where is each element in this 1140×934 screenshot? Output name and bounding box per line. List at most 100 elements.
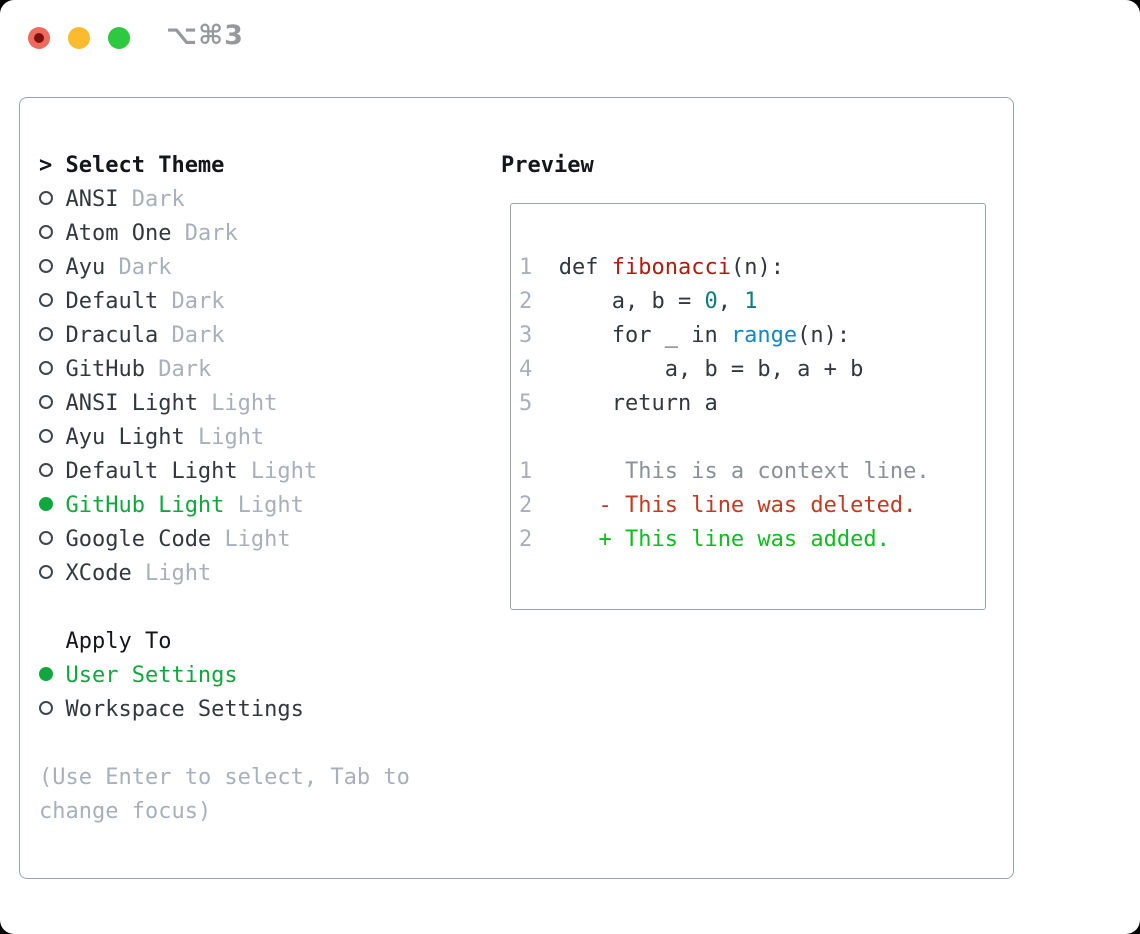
theme-variant-label: Dark [184, 221, 238, 246]
theme-option-label: Atom One [65, 221, 172, 246]
apply-option-label: Workspace Settings [65, 697, 304, 722]
code-line: 2 a, b = 0, 1 [519, 285, 930, 319]
token-context: This is a context line. [624, 459, 930, 484]
theme-option-label: GitHub Light [65, 493, 225, 518]
code-line: 2 + This line was added. [519, 523, 930, 557]
token-plain: return a [558, 391, 718, 416]
code-line: 5 return a [519, 387, 930, 421]
line-number: 4 [519, 357, 533, 382]
theme-option-label: XCode [65, 561, 132, 586]
line-number: 3 [519, 323, 533, 348]
apply-option-label: User Settings [65, 663, 238, 688]
theme-option-default[interactable]: Default Dark [39, 285, 410, 319]
theme-variant-label: Light [237, 493, 304, 518]
token-plain: def [558, 255, 612, 280]
theme-variant-label: Light [250, 459, 318, 484]
select-theme-label: Select Theme [65, 153, 225, 178]
theme-variant-label: Light [144, 561, 212, 586]
token-plain: (n): [730, 255, 784, 280]
line-number: 2 [519, 493, 533, 518]
line-number: 2 [519, 289, 533, 314]
line-number: 1 [519, 255, 533, 280]
gap [39, 591, 410, 625]
theme-option-label: ANSI Light [65, 391, 198, 416]
token-added: + This line was added. [598, 527, 890, 552]
preview-header: Preview [501, 153, 594, 178]
theme-variant-label: Dark [158, 357, 212, 382]
theme-option-label: Dracula [65, 323, 159, 348]
radio-selected-icon [39, 667, 53, 681]
window-title: ⌥⌘3 [166, 20, 244, 51]
radio-icon [39, 565, 53, 579]
window-controls [28, 27, 130, 49]
code-line: 1 def fibonacci(n): [519, 251, 930, 285]
theme-option-label: Default [65, 289, 159, 314]
theme-option-dracula[interactable]: Dracula Dark [39, 319, 410, 353]
code-line [519, 421, 930, 455]
code-line: 3 for _ in range(n): [519, 319, 930, 353]
apply-option-workspace-settings[interactable]: Workspace Settings [39, 693, 410, 727]
token-plain: for _ in [558, 323, 731, 348]
radio-icon [39, 191, 53, 205]
token-number: 0 [704, 289, 718, 314]
token-plain: , [717, 289, 745, 314]
apply-option-user-settings[interactable]: User Settings [39, 659, 410, 693]
theme-option-xcode[interactable]: XCode Light [39, 557, 410, 591]
token-plain: a, b = [558, 289, 705, 314]
theme-variant-label: Light [211, 391, 278, 416]
theme-variant-label: Light [197, 425, 265, 450]
theme-option-ayu[interactable]: Ayu Dark [39, 251, 410, 285]
select-theme-header: > Select Theme [39, 149, 410, 183]
gap [39, 727, 410, 761]
theme-variant-label: Dark [171, 289, 225, 314]
prompt-icon: > [39, 153, 53, 178]
theme-option-default-light[interactable]: Default Light Light [39, 455, 410, 489]
token-builtin: range [730, 323, 798, 348]
radio-icon [39, 531, 53, 545]
close-button[interactable] [28, 27, 50, 49]
theme-option-ansi-light[interactable]: ANSI Light Light [39, 387, 410, 421]
radio-icon [39, 361, 53, 375]
theme-option-ansi[interactable]: ANSI Dark [39, 183, 410, 217]
line-number: 1 [519, 459, 533, 484]
theme-variant-label: Dark [171, 323, 225, 348]
token-number: 1 [744, 289, 758, 314]
token-plain: a, b = b, a + b [558, 357, 864, 382]
theme-option-google-code[interactable]: Google Code Light [39, 523, 410, 557]
line-number: 2 [519, 527, 533, 552]
radio-icon [39, 463, 53, 477]
code-line: 4 a, b = b, a + b [519, 353, 930, 387]
code-line: 1 This is a context line. [519, 455, 930, 489]
theme-option-atom-one[interactable]: Atom One Dark [39, 217, 410, 251]
theme-option-github[interactable]: GitHub Dark [39, 353, 410, 387]
theme-option-label: Ayu Light [65, 425, 185, 450]
zoom-button[interactable] [108, 27, 130, 49]
token-function: fibonacci [611, 255, 731, 280]
theme-option-label: Default Light [65, 459, 238, 484]
theme-variant-label: Dark [118, 255, 172, 280]
apply-to-label: Apply To [65, 629, 172, 654]
minimize-button[interactable] [68, 27, 90, 49]
theme-option-github-light[interactable]: GitHub Light Light [39, 489, 410, 523]
radio-icon [39, 225, 53, 239]
radio-icon [39, 259, 53, 273]
token-deleted: - This line was deleted. [598, 493, 917, 518]
theme-option-label: GitHub [65, 357, 145, 382]
theme-option-label: Ayu [65, 255, 106, 280]
theme-variant-label: Light [224, 527, 291, 552]
radio-icon [39, 327, 53, 341]
radio-icon [39, 293, 53, 307]
theme-option-label: Google Code [65, 527, 212, 552]
hint-line-2: change focus) [39, 799, 212, 824]
theme-variant-label: Dark [131, 187, 185, 212]
theme-option-label: ANSI [65, 187, 119, 212]
theme-option-ayu-light[interactable]: Ayu Light Light [39, 421, 410, 455]
hint-line-1: (Use Enter to select, Tab to [39, 765, 410, 790]
